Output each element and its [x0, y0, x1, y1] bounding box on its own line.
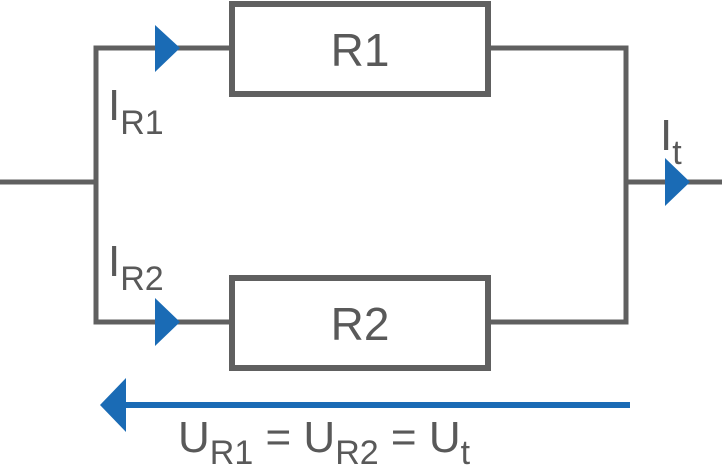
current-r2-symbol: I [108, 237, 120, 286]
current-total-subscript: t [672, 134, 682, 172]
resistor-r2-label: R2 [331, 298, 390, 350]
voltage-u1-symbol: U [178, 413, 210, 462]
resistor-r2: R2 [229, 275, 491, 371]
current-arrow-r2 [155, 298, 180, 346]
current-arrow-r1 [155, 25, 180, 72]
current-label-r2: IR2 [108, 237, 164, 298]
voltage-u2-subscript: R2 [335, 434, 378, 470]
current-r2-subscript: R2 [120, 260, 163, 298]
current-r1-symbol: I [108, 81, 120, 130]
circuit-wires [0, 45, 722, 325]
resistor-r1-box [229, 1, 491, 97]
resistor-r2-box [229, 275, 491, 371]
current-r1-subscript: R1 [120, 104, 163, 142]
voltage-equation: UR1 = UR2 = Ut [178, 413, 471, 470]
current-label-total: It [660, 111, 682, 172]
resistor-r1: R1 [229, 1, 491, 97]
voltage-equals-1: = [253, 413, 303, 462]
current-label-r1: IR1 [108, 81, 164, 142]
voltage-u3-symbol: U [429, 413, 461, 462]
voltage-u2-symbol: U [303, 413, 335, 462]
resistor-r1-label: R1 [331, 24, 390, 76]
current-total-symbol: I [660, 111, 672, 160]
voltage-u1-subscript: R1 [210, 434, 253, 470]
voltage-equals-2: = [379, 413, 429, 462]
voltage-u3-subscript: t [461, 434, 471, 470]
voltage-arrow-head [100, 378, 126, 432]
current-arrow-total [665, 158, 690, 206]
